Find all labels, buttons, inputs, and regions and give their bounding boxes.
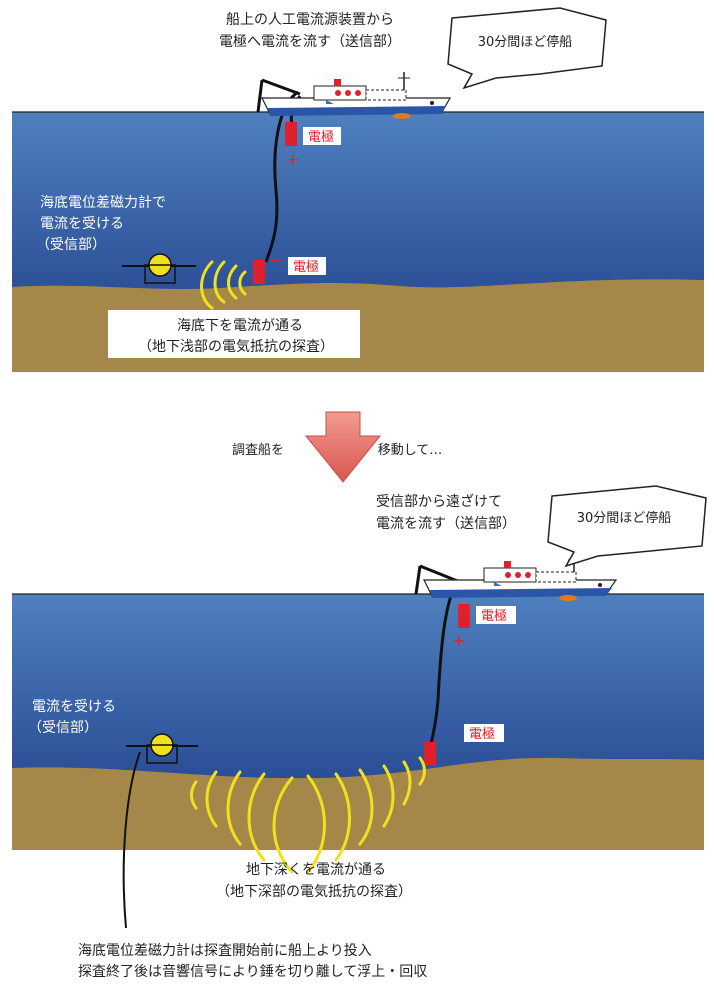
bottom-receiver [126,733,198,764]
top-current-waves [200,260,247,310]
bottom-ship-caption-line2: 電流を流す（送信部） [376,516,516,532]
bottom-note-line2: 探査終了後は音響信号により錘を切り離して浮上・回収 [78,963,427,980]
top-seafloor-caption-line1: 海底下を電流が通る [177,318,303,334]
bottom-electrode-upper-label: 電極 [481,608,507,624]
bottom-bubble-text: 30分間ほど停船 [577,510,672,526]
bottom-minus-sign: − [442,726,454,742]
bottom-ship-caption-line1: 受信部から遠ざけて [376,493,502,510]
top-electrode-lower-label: 電極 [293,259,319,275]
bottom-receiver-caption-line1: 電流を受ける [32,699,116,715]
bottom-seafloor-caption-line1: 地下深くを電流が通る [246,862,386,878]
top-receiver-caption-line3: （受信部） [36,237,106,253]
bottom-pointer-line [122,751,141,929]
top-plus-sign: + [286,150,299,169]
bottom-note-line1: 海底電位差磁力計は探査開始前に船上より投入 [78,942,372,959]
top-electrode-lower-label-bg [288,257,326,275]
bottom-electrode-upper [458,604,470,628]
top-bubble [447,7,607,90]
top-electrode-upper [285,122,297,146]
bottom-cable [428,581,460,749]
move-right-text: 移動して… [378,443,443,458]
move-arrow [304,411,382,483]
top-seafloor-caption-box [108,310,360,358]
top-crane [256,78,301,113]
bottom-bubble [547,485,707,568]
top-ship-caption-line2: 電極へ電流を流す（送信部） [219,34,401,50]
top-ship-caption-line1: 船上の人工電流源装置から [226,12,394,28]
top-panel: 電極 + 電極 − 船上の人工電流源装置から 電極へ電流を流す（送信部） 30分… [12,7,704,372]
top-seafloor-caption-line2: （地下浅部の電気抵抗の探査） [138,339,334,355]
bottom-crane [414,564,461,595]
top-ship [261,72,452,119]
top-minus-sign: − [270,253,282,269]
bottom-ship [423,554,618,601]
top-receiver-caption-line1: 海底電位差磁力計で [40,195,166,211]
bottom-seabed [12,757,704,850]
bottom-electrode-lower-label: 電極 [469,726,495,742]
top-receiver [122,253,196,284]
bottom-current-waves [190,756,426,874]
top-electrode-label-bg [303,127,341,145]
bottom-electrode-lower [424,742,436,766]
bottom-electrode-lower-label-bg [464,724,504,742]
bottom-panel: 電極 + 電極 − 受信部から遠ざけて 電 [12,485,707,980]
top-electrode-upper-label: 電極 [308,129,334,145]
bottom-plus-sign: + [452,631,465,650]
top-electrode-lower [253,260,265,284]
bottom-seafloor-caption-line2: （地下深部の電気抵抗の探査） [216,884,412,900]
bottom-receiver-caption-line2: （受信部） [28,720,98,736]
move-left-text: 調査船を [232,443,284,458]
move-arrow-group: 調査船を 移動して… [232,411,443,483]
top-receiver-caption-line2: 電流を受ける [40,216,124,232]
top-bubble-text: 30分間ほど停船 [478,34,573,50]
bottom-electrode-upper-label-bg [476,606,516,624]
